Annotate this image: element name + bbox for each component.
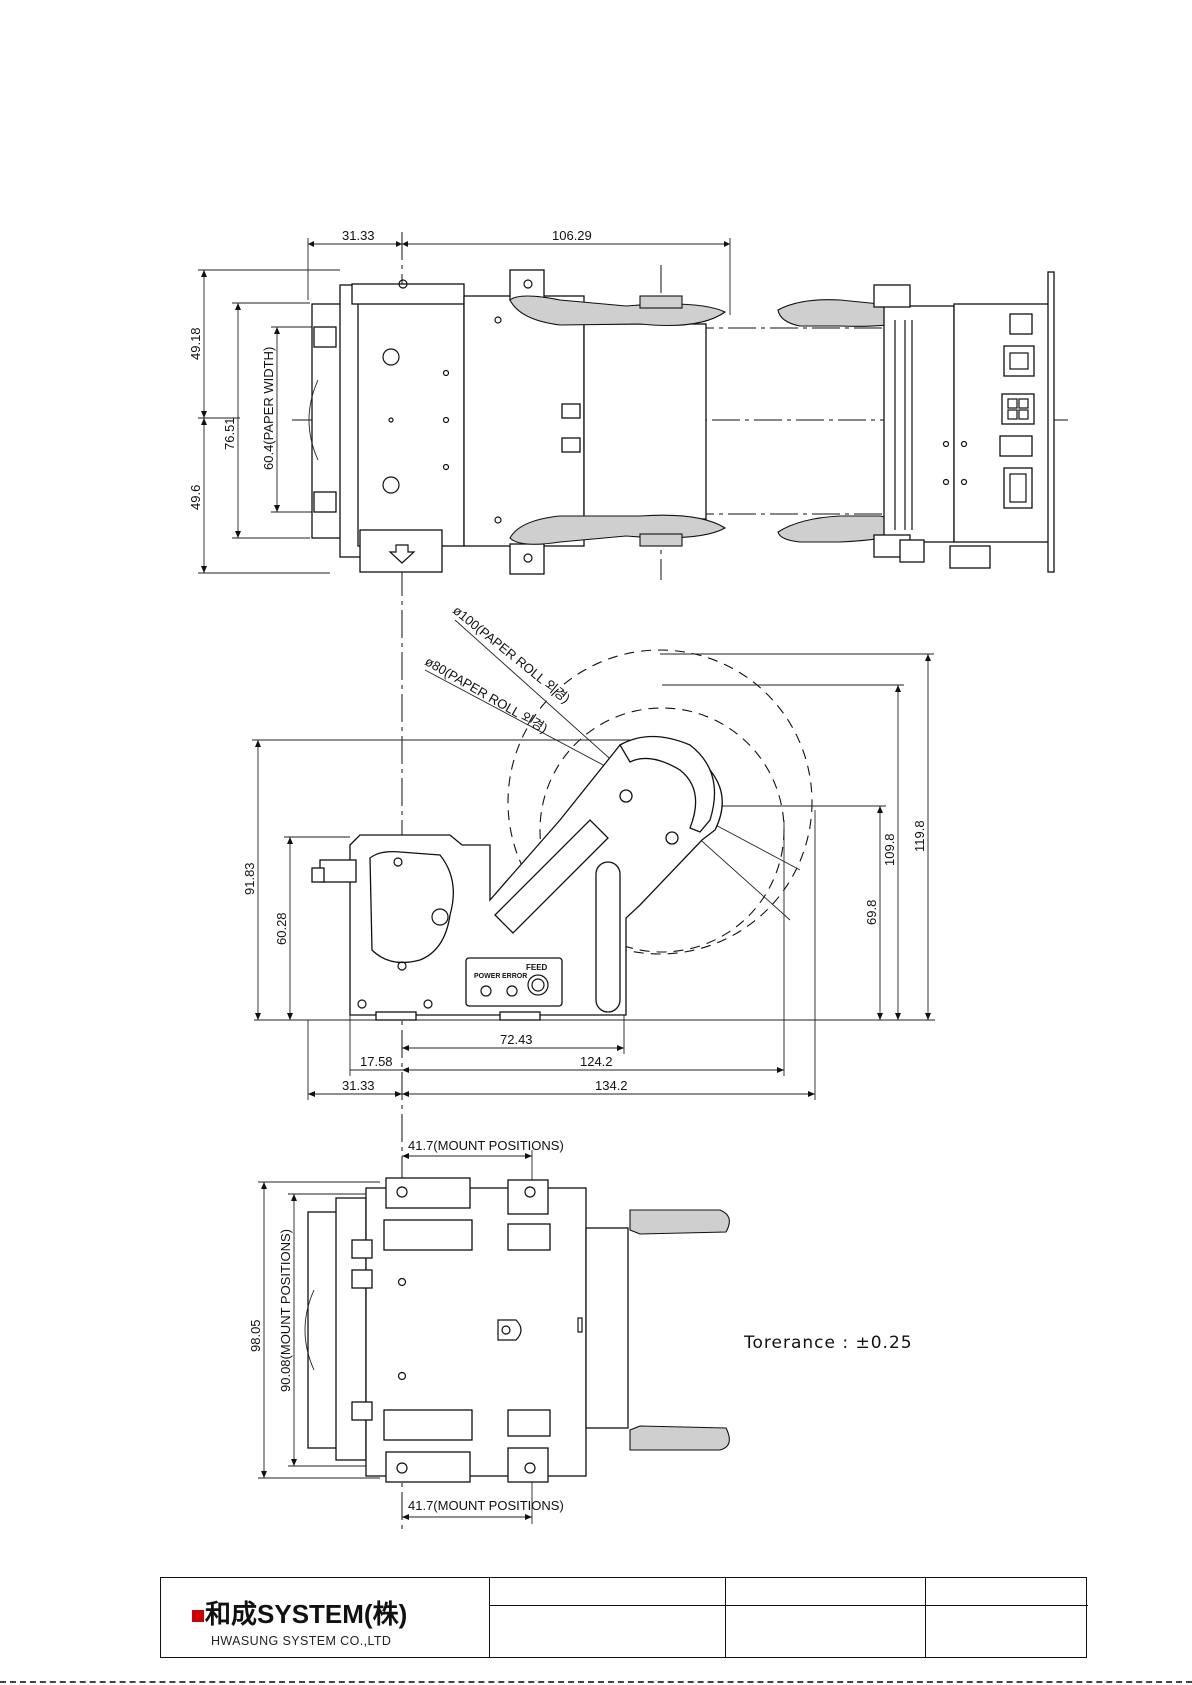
dim-top-76-51: 76.51 — [222, 417, 237, 450]
bottom-view: 41.7(MOUNT POSITIONS) 41.7(MOUNT POSITIO… — [248, 1138, 729, 1524]
dim-bottom-90-08: 90.08(MOUNT POSITIONS) — [278, 1229, 293, 1392]
dim-side-69-8: 69.8 — [864, 900, 879, 925]
tolerance-note: Torerance : ±0.25 — [743, 1333, 913, 1353]
title-cell-6 — [926, 1606, 1088, 1658]
dim-side-119-8: 119.8 — [912, 820, 927, 852]
dim-mount-top: 41.7(MOUNT POSITIONS) — [408, 1138, 564, 1153]
dim-side-72-43: 72.43 — [500, 1032, 533, 1047]
company-logo: 和成SYSTEM(株) — [191, 1594, 407, 1631]
dim-top-31-33: 31.33 — [342, 228, 375, 243]
side-view: ø100(PAPER ROLL 외경) ø80(PAPER ROLL 외경) 9… — [242, 603, 935, 1100]
label-feed: FEED — [526, 963, 548, 972]
dim-top-49-6: 49.6 — [188, 485, 203, 510]
title-cell-3 — [926, 1578, 1088, 1606]
company-name-english: HWASUNG SYSTEM CO.,LTD — [211, 1634, 391, 1648]
company-name: SYSTEM(株) — [257, 1599, 407, 1629]
dim-top-49-18: 49.18 — [188, 327, 203, 360]
dim-side-17-58: 17.58 — [360, 1054, 393, 1069]
page-bottom-rule — [0, 1681, 1192, 1683]
dim-side-60-28: 60.28 — [274, 912, 289, 945]
dim-top-106-29: 106.29 — [552, 228, 592, 243]
dim-top-paper-width: 60.4(PAPER WIDTH) — [261, 347, 276, 470]
title-cell-5 — [726, 1606, 926, 1658]
label-power: POWER — [474, 973, 500, 980]
dim-side-134-2: 134.2 — [595, 1078, 628, 1093]
company-prefix: 和成 — [205, 1599, 257, 1629]
dim-side-109-8: 109.8 — [882, 833, 897, 866]
logo-mark-icon — [192, 1610, 204, 1622]
dim-bottom-98-05: 98.05 — [248, 1319, 263, 1352]
label-error: ERROR — [502, 973, 527, 980]
dim-side-31-33: 31.33 — [342, 1078, 375, 1093]
title-cell-2 — [726, 1578, 926, 1606]
title-block: 和成SYSTEM(株) HWASUNG SYSTEM CO.,LTD — [160, 1577, 1087, 1658]
dim-side-124-2: 124.2 — [580, 1054, 613, 1069]
dim-side-91-83: 91.83 — [242, 862, 257, 895]
company-logo-cell: 和成SYSTEM(株) HWASUNG SYSTEM CO.,LTD — [161, 1578, 490, 1657]
title-cell-1 — [489, 1578, 726, 1606]
dim-mount-bottom: 41.7(MOUNT POSITIONS) — [408, 1498, 564, 1513]
top-view: 31.33 106.29 49.18 49.6 76.51 60.4(PAPER… — [188, 228, 1068, 580]
title-cell-4 — [489, 1606, 726, 1658]
